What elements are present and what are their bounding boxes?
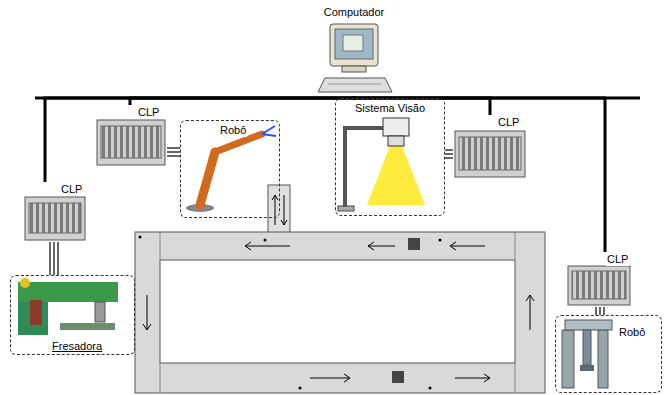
network-drop — [354, 96, 605, 252]
io-cable — [445, 150, 453, 158]
node-label: CLP — [606, 253, 629, 266]
node-label: Robô — [219, 124, 247, 137]
network-drop — [130, 96, 354, 105]
plc-node: CLP — [22, 182, 88, 242]
io-cable — [596, 307, 604, 315]
node-label: Robô — [618, 326, 646, 339]
node-label: CLP — [137, 106, 160, 119]
milling-box: Fresadora — [10, 275, 135, 355]
node-label: CLP — [497, 116, 520, 129]
network-drop — [45, 96, 354, 182]
vision-camera — [338, 118, 425, 211]
node-label: Sistema Visão — [354, 102, 426, 115]
node-label: Computador — [323, 6, 386, 19]
io-cable — [50, 242, 58, 275]
node-label: CLP — [60, 183, 83, 196]
robot-arm — [186, 126, 276, 212]
milling-machine — [18, 278, 118, 335]
plc-node: CLP — [566, 252, 632, 307]
robot-box: Robô — [555, 315, 662, 393]
computer-icon — [318, 24, 392, 92]
robot-box: Robô — [180, 120, 280, 218]
node-label: Fresadora — [51, 340, 103, 353]
computer-node: Computador — [316, 6, 392, 96]
plc-node: CLP — [453, 115, 527, 179]
vision-box: Sistema Visão — [335, 98, 445, 216]
gantry-robot — [562, 320, 612, 388]
conveyor-loop — [135, 185, 545, 393]
io-cable — [167, 148, 180, 156]
plc-node: CLP — [95, 105, 167, 168]
